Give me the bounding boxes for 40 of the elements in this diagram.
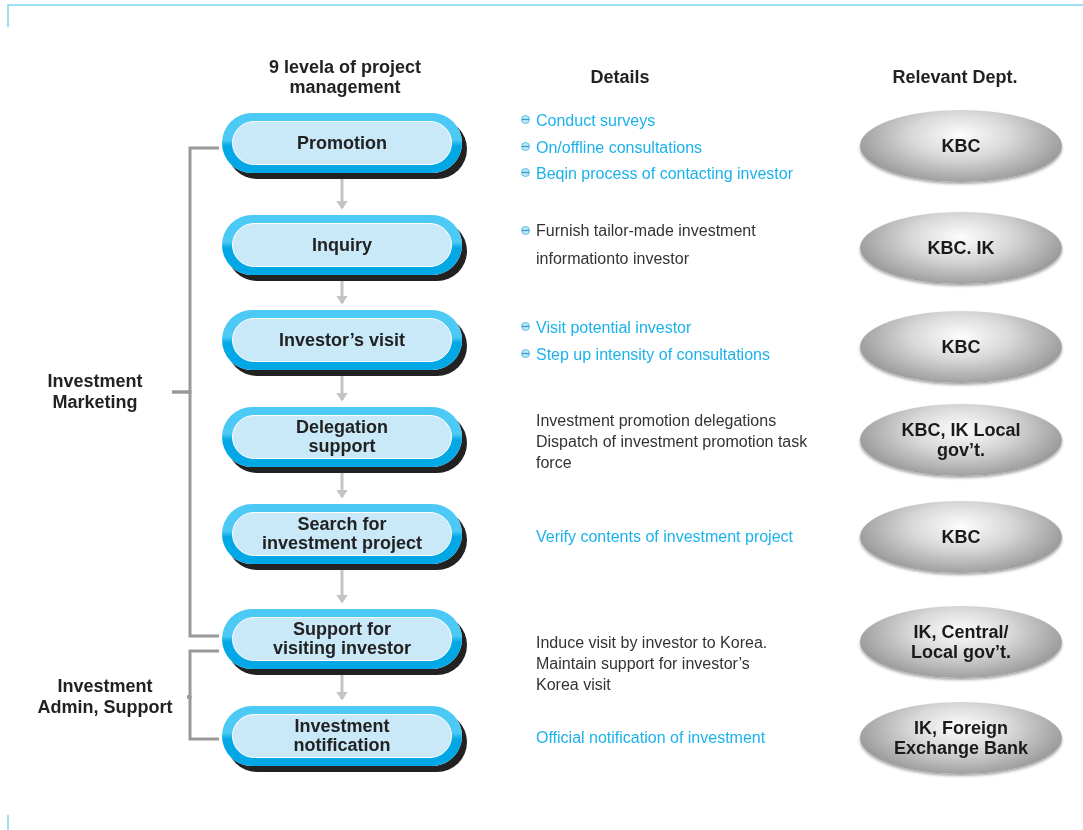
detail-text: Investment promotion delegations	[536, 411, 778, 431]
detail-text: Step up intensity of consultations	[536, 345, 771, 365]
step-label: Search for investment project	[232, 512, 452, 556]
down-arrow	[336, 570, 348, 604]
column-header: Details	[589, 67, 651, 87]
department-label: KBC, IK Local gov’t.	[901, 420, 1021, 460]
detail-text: Induce visit by investor to Korea.	[536, 633, 769, 653]
department-label: KBC. IK	[927, 238, 995, 258]
step-label: Support for visiting investor	[232, 617, 452, 661]
step-label: Investment notification	[232, 714, 452, 758]
department-label: IK, Central/ Local gov’t.	[910, 622, 1012, 662]
step-label: Investor’s visit	[232, 318, 452, 362]
bracket-line	[187, 695, 219, 741]
bracket-line	[187, 649, 219, 699]
group-label: Investment Marketing	[46, 371, 144, 413]
detail-text: Maintain support for investor’s Korea visit	[536, 654, 751, 695]
department-label: KBC	[941, 527, 981, 547]
bracket-line	[172, 390, 219, 638]
detail-text: Conduct surveys	[536, 111, 657, 131]
department-label: KBC	[941, 337, 981, 357]
down-arrow	[336, 376, 348, 402]
group-label: Investment Admin, Support	[36, 676, 174, 718]
detail-text: Official notification of investment	[536, 728, 767, 748]
step-label: Promotion	[232, 121, 452, 165]
detail-text: Visit potential investor	[536, 318, 693, 338]
down-arrow	[336, 281, 348, 305]
down-arrow	[336, 473, 348, 499]
step-label: Inquiry	[232, 223, 452, 267]
department-label: IK, Foreign Exchange Bank	[892, 718, 1030, 758]
detail-text: Verify contents of investment project	[536, 527, 794, 547]
detail-text: Furnish tailor-made investment informationto investor	[536, 221, 757, 269]
detail-text: Dispatch of investment promotion task force	[536, 432, 809, 473]
detail-text: On/offline consultations	[536, 138, 704, 158]
down-arrow	[336, 675, 348, 701]
step-label: Delegation support	[232, 415, 452, 459]
column-header: 9 levela of project management	[267, 57, 423, 97]
detail-text: Beqin process of contacting investor	[536, 164, 795, 184]
column-header: Relevant Dept.	[891, 67, 1019, 87]
department-label: KBC	[941, 136, 981, 156]
down-arrow	[336, 179, 348, 210]
